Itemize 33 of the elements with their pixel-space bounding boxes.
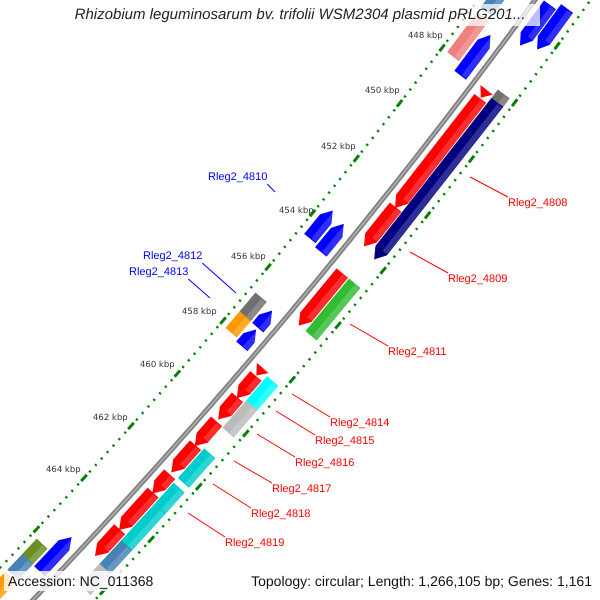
gene-label: Rleg2_4810 xyxy=(208,171,268,184)
leader-line xyxy=(350,324,388,346)
gene-label: Rleg2_4811 xyxy=(388,346,447,359)
scale-label: 458 kbp xyxy=(182,307,217,318)
gene-label: Rleg2_4819 xyxy=(225,537,284,550)
scale-label: 450 kbp xyxy=(365,86,400,97)
leader-line xyxy=(276,410,316,436)
leader-line xyxy=(410,252,448,274)
leader-line xyxy=(256,434,296,458)
gene-label: Rleg2_4808 xyxy=(508,197,568,210)
leader-line xyxy=(188,278,210,298)
gene-label: Rleg2_4814 xyxy=(330,417,390,430)
scale-label: 456 kbp xyxy=(231,252,266,263)
gene-label: Rleg2_4815 xyxy=(315,435,374,448)
leader-line xyxy=(266,184,276,192)
leader-line xyxy=(470,176,508,198)
scale-label: 452 kbp xyxy=(321,142,356,153)
gene-label: Rleg2_4812 xyxy=(143,250,202,263)
scale-label: 448 kbp xyxy=(408,31,443,42)
leader-line xyxy=(188,512,226,538)
gene-label: Rleg2_4809 xyxy=(448,273,508,286)
leader-line xyxy=(202,262,236,294)
gene-label: Rleg2_4816 xyxy=(295,457,354,470)
scale-label: 454 kbp xyxy=(279,206,314,217)
scale-label: 462 kbp xyxy=(93,413,128,424)
scale-label: 464 kbp xyxy=(46,465,81,476)
leader-line xyxy=(212,484,252,508)
scale-label: 460 kbp xyxy=(140,360,175,371)
gene-label: Rleg2_4818 xyxy=(251,508,310,521)
leader-line xyxy=(234,460,272,484)
leader-line xyxy=(292,394,330,418)
gene-label: Rleg2_4817 xyxy=(272,483,332,496)
gene-label: Rleg2_4813 xyxy=(129,266,188,279)
